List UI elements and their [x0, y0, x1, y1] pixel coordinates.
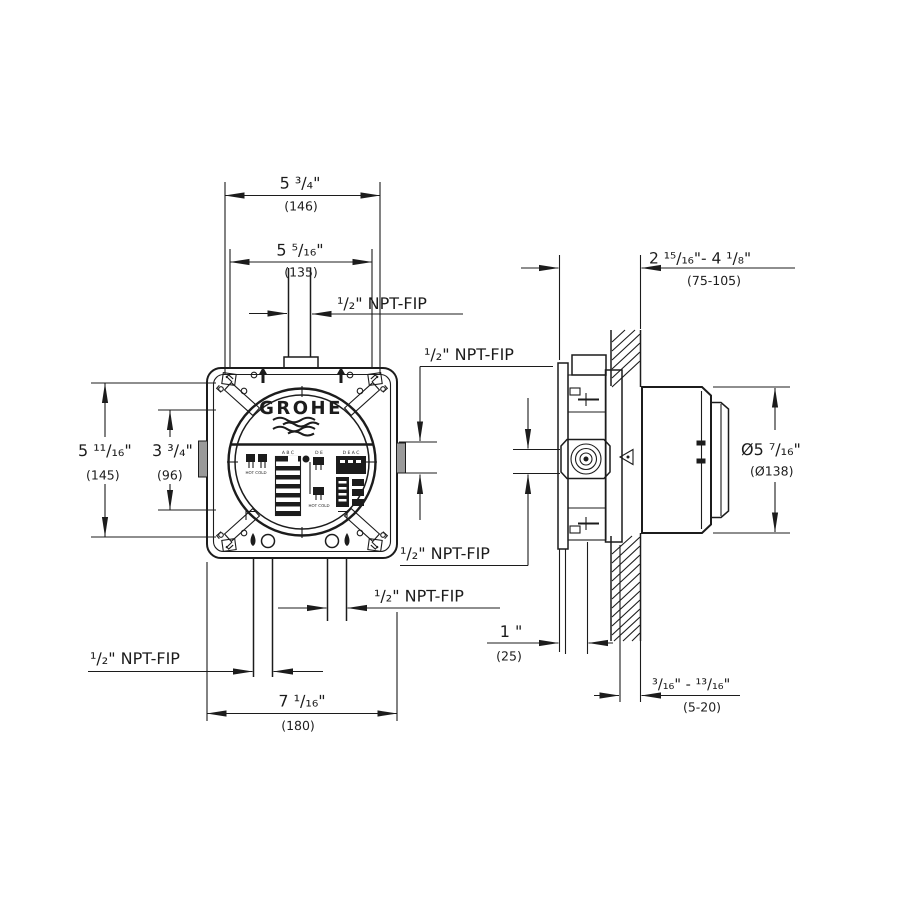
- npt-label-side-rear: ¹/₂" NPT-FIP: [400, 544, 490, 563]
- dimensions: 5 ³/₄" (146) 5 ⁵/₁₆" (135) ¹/₂" NPT-FIP …: [78, 174, 801, 734]
- dim-height-outer-inches: 5 ¹¹/₁₆": [78, 441, 132, 460]
- dim-height-inner-inches: 3 ³/₄": [152, 441, 193, 460]
- rough-in-box-side: [513, 354, 634, 654]
- dim-finish-adjust: ³/₁₆" - ¹³/₁₆" (5-20): [594, 545, 740, 715]
- corner-screw-top-right: [367, 372, 383, 386]
- dim-top-outer-inches: 5 ³/₄": [280, 174, 321, 193]
- dim-bottom-width-inches: 7 ¹/₁₆": [278, 692, 325, 711]
- hot-cold-label-mid: HOT COLD: [308, 503, 329, 508]
- left-outlet-tab: [198, 440, 208, 478]
- mounting-clamp-top-right: [343, 374, 389, 417]
- right-outlet-tab: [396, 442, 406, 474]
- dim-top-outer-width: 5 ³/₄" (146): [224, 174, 381, 374]
- dim-bottom-width-mm: (180): [281, 718, 315, 733]
- npt-label-bottom-left: ¹/₂" NPT-FIP: [90, 649, 180, 668]
- bracket-mark-right: [338, 510, 348, 520]
- dim-bottom-width: 7 ¹/₁₆" (180): [206, 562, 398, 733]
- dim-npt-top: ¹/₂" NPT-FIP: [249, 294, 463, 318]
- dim-height-inner: 3 ³/₄" (96): [152, 409, 216, 511]
- dim-finish-adjust-mm: (5-20): [683, 700, 721, 715]
- wall-hatching: [611, 329, 641, 642]
- dim-height-outer: 5 ¹¹/₁₆" (145): [78, 382, 216, 538]
- corner-screw-bottom-right: [367, 538, 383, 552]
- dim-height-outer-mm: (145): [86, 468, 120, 483]
- bottom-port-circle-left: [260, 533, 276, 549]
- cover-plate-side: [641, 386, 730, 534]
- logo-wave-2: [282, 421, 320, 428]
- mounting-clamp-top-left: [215, 374, 261, 417]
- dim-depth-range-inches: 2 ¹⁵/₁₆"- 4 ¹/₈": [649, 250, 751, 268]
- label-columns-abc: A B C: [282, 450, 294, 456]
- dim-collar-depth: 1 " (25): [487, 622, 613, 664]
- up-arrow-mark-left: [258, 367, 268, 383]
- dim-top-inner-inches: 5 ⁵/₁₆": [276, 241, 323, 260]
- label-columns-de: D E: [315, 450, 323, 456]
- dim-npt-front-right: ¹/₂" NPT-FIP: [399, 345, 553, 520]
- dim-plate-diameter-inches: Ø5 ⁷/₁₆": [741, 440, 801, 459]
- side-view: [513, 329, 730, 654]
- npt-label-top: ¹/₂" NPT-FIP: [337, 294, 427, 313]
- drop-mark-right: [344, 533, 350, 546]
- dim-depth-range: 2 ¹⁵/₁₆"- 4 ¹/₈" (75-105): [521, 250, 795, 360]
- npt-label-bottom-right: ¹/₂" NPT-FIP: [374, 587, 464, 606]
- wall-section: [610, 329, 642, 642]
- dim-plate-diameter-mm: (Ø138): [750, 464, 793, 479]
- mounting-plate-inner: [212, 373, 392, 553]
- corner-screw-bottom-left: [221, 538, 237, 552]
- drop-mark-left: [250, 533, 256, 546]
- dim-top-inner-mm: (135): [284, 265, 318, 280]
- npt-label-front-right: ¹/₂" NPT-FIP: [424, 345, 514, 364]
- front-view: GROHE HOT COLD A B C D E: [198, 268, 406, 677]
- dim-collar-depth-inches: 1 ": [500, 622, 523, 641]
- warning-triangle-mark: [618, 448, 634, 466]
- bottom-pipes: [252, 558, 348, 677]
- dim-top-outer-mm: (146): [284, 199, 318, 214]
- dim-npt-bottom-right: ¹/₂" NPT-FIP: [278, 587, 500, 612]
- dim-plate-diameter: Ø5 ⁷/₁₆" (Ø138): [713, 386, 801, 534]
- label-columns-deac: D E A C: [343, 450, 360, 456]
- logo-wave-1: [272, 416, 316, 424]
- top-pipe: [283, 268, 319, 369]
- dim-finish-adjust-inches: ³/₁₆" - ¹³/₁₆": [652, 677, 730, 693]
- dim-npt-bottom-left: ¹/₂" NPT-FIP: [88, 649, 323, 675]
- dim-height-inner-mm: (96): [157, 468, 183, 483]
- corner-screw-top-left: [221, 372, 237, 386]
- grohe-logo-text: GROHE: [259, 398, 343, 419]
- dim-npt-side-rear: ¹/₂" NPT-FIP: [400, 398, 532, 567]
- product-label: HOT COLD A B C D E HOT COLD D E A C: [245, 450, 366, 517]
- dim-collar-depth-mm: (25): [496, 649, 522, 664]
- hot-cold-label-left: HOT COLD: [245, 470, 266, 475]
- bottom-port-circle-right: [324, 533, 340, 549]
- bracket-mark-left: [245, 510, 255, 520]
- grohe-logo: GROHE: [259, 398, 343, 437]
- up-arrow-mark-right: [336, 367, 346, 383]
- logo-wave-4: [287, 430, 315, 437]
- dim-top-inner-width: 5 ⁵/₁₆" (135): [229, 241, 373, 367]
- dim-depth-range-mm: (75-105): [687, 273, 741, 288]
